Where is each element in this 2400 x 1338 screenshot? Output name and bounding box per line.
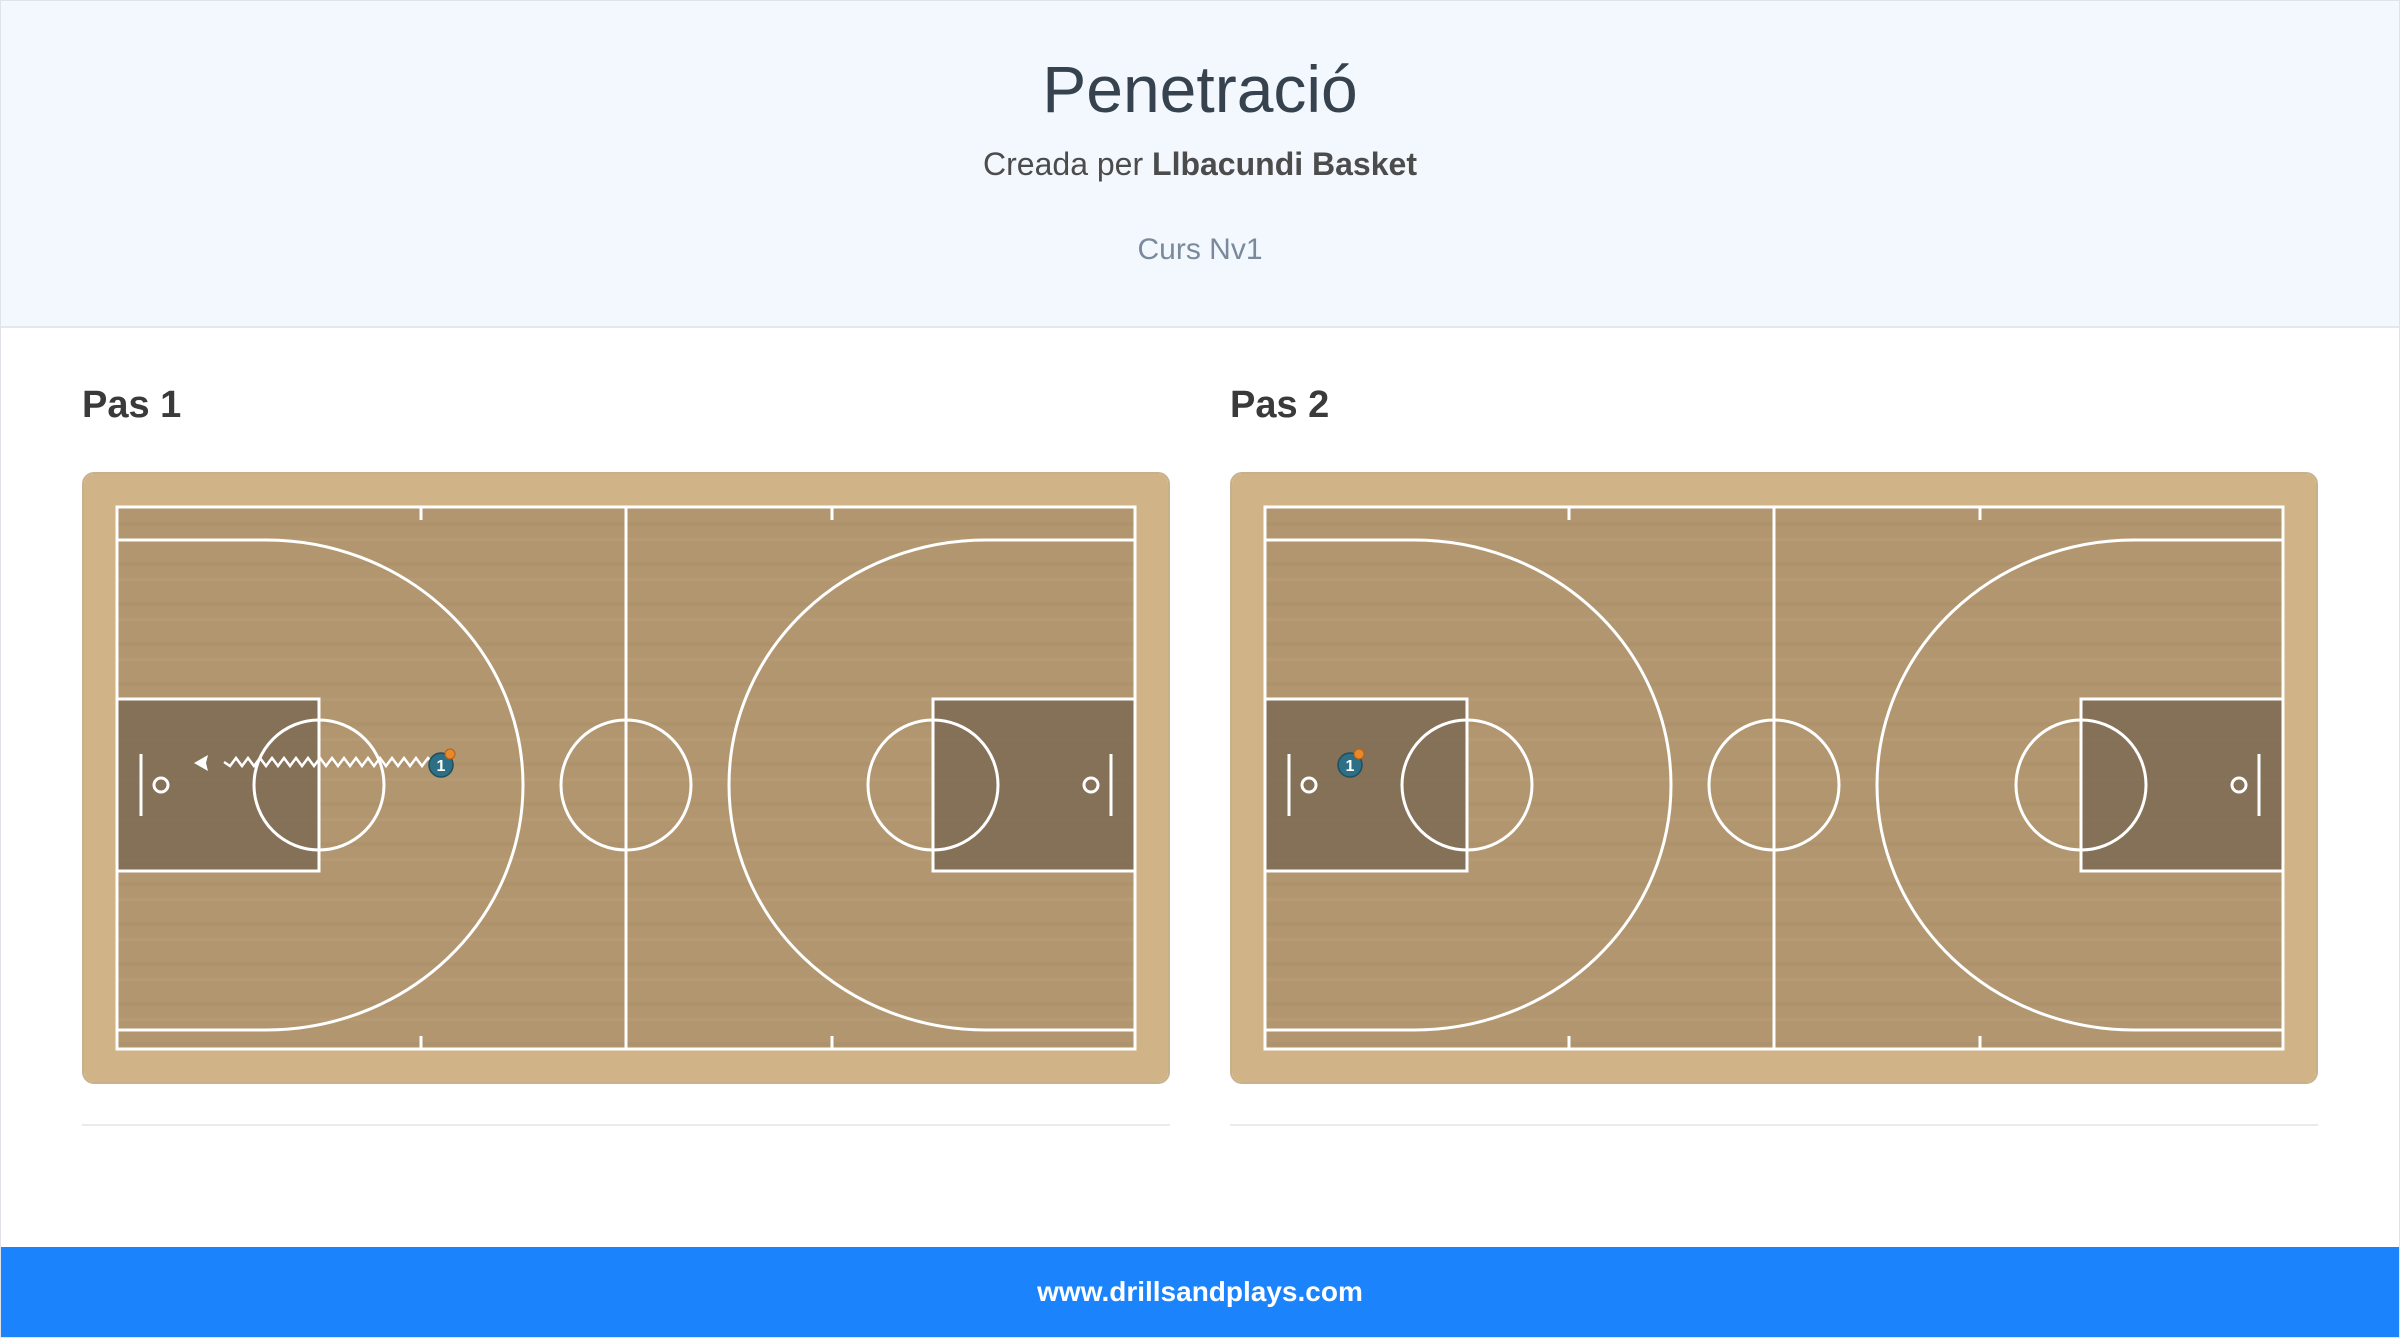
step-2-title: Pas 2 xyxy=(1230,384,1330,426)
site-link[interactable]: www.drillsandplays.com xyxy=(1037,1276,1363,1307)
right-free-throw-circle xyxy=(866,718,1000,852)
right-three-point-line xyxy=(1875,538,2283,1032)
center-circle xyxy=(559,718,693,852)
right-paint xyxy=(931,697,1137,873)
dribble-path xyxy=(223,755,435,769)
left-paint xyxy=(115,697,321,873)
player-1-token: 1 xyxy=(428,748,456,778)
player-1-number: 1 xyxy=(1346,758,1355,775)
step-2: Pas 2 xyxy=(1230,380,2318,1126)
ball-icon xyxy=(1353,748,1365,760)
player-1-token: 1 xyxy=(1337,748,1365,778)
right-free-throw-circle xyxy=(2014,718,2148,852)
center-circle xyxy=(1707,718,1841,852)
play-title: Penetració xyxy=(1042,52,1358,126)
left-rim xyxy=(1300,776,1318,794)
left-three-point-line xyxy=(1265,538,1673,1032)
author-name[interactable]: Llbacundi Basket xyxy=(1152,146,1417,182)
step-1-title: Pas 1 xyxy=(82,384,182,426)
step-1-court: 1 xyxy=(82,472,1170,1084)
ball-icon xyxy=(444,748,456,760)
dribble-arrowhead xyxy=(194,755,208,771)
created-by-label: Creada per xyxy=(983,146,1144,182)
left-rim xyxy=(152,776,170,794)
play-author-line: Creada per Llbacundi Basket xyxy=(1,144,2399,184)
step-2-court: 1 xyxy=(1230,472,2318,1084)
player-1-number: 1 xyxy=(437,758,446,775)
left-paint xyxy=(1263,697,1469,873)
step-1: Pas 1 xyxy=(82,380,1170,1126)
left-free-throw-circle xyxy=(1400,718,1534,852)
left-free-throw-circle xyxy=(252,718,386,852)
left-three-point-line xyxy=(117,538,525,1032)
play-header: Penetració Creada per Llbacundi Basket C… xyxy=(1,1,2399,328)
course-label: Curs Nv1 xyxy=(1137,233,1263,266)
right-rim xyxy=(1082,776,1100,794)
step-2-divider xyxy=(1230,1124,2318,1126)
right-rim xyxy=(2230,776,2248,794)
step-1-divider xyxy=(82,1124,1170,1126)
right-three-point-line xyxy=(727,538,1135,1032)
right-paint xyxy=(2079,697,2285,873)
site-footer: www.drillsandplays.com xyxy=(1,1247,2399,1337)
